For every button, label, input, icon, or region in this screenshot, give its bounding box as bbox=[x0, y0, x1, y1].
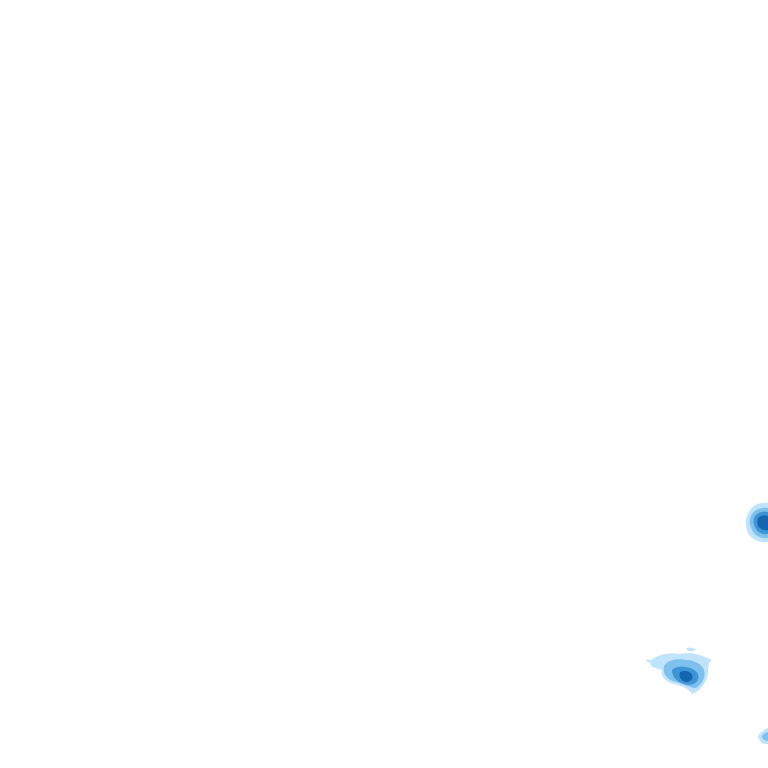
precip-fragment bbox=[646, 659, 653, 663]
precip-layer-intense bbox=[679, 671, 693, 682]
precip-fragment bbox=[686, 647, 696, 652]
precip-cell-east-edge bbox=[745, 502, 768, 543]
precip-cell-southeast bbox=[646, 647, 712, 694]
precip-layer-intense bbox=[757, 515, 768, 531]
precip-cell-corner bbox=[758, 728, 768, 745]
precip-layer-medium bbox=[762, 732, 768, 741]
